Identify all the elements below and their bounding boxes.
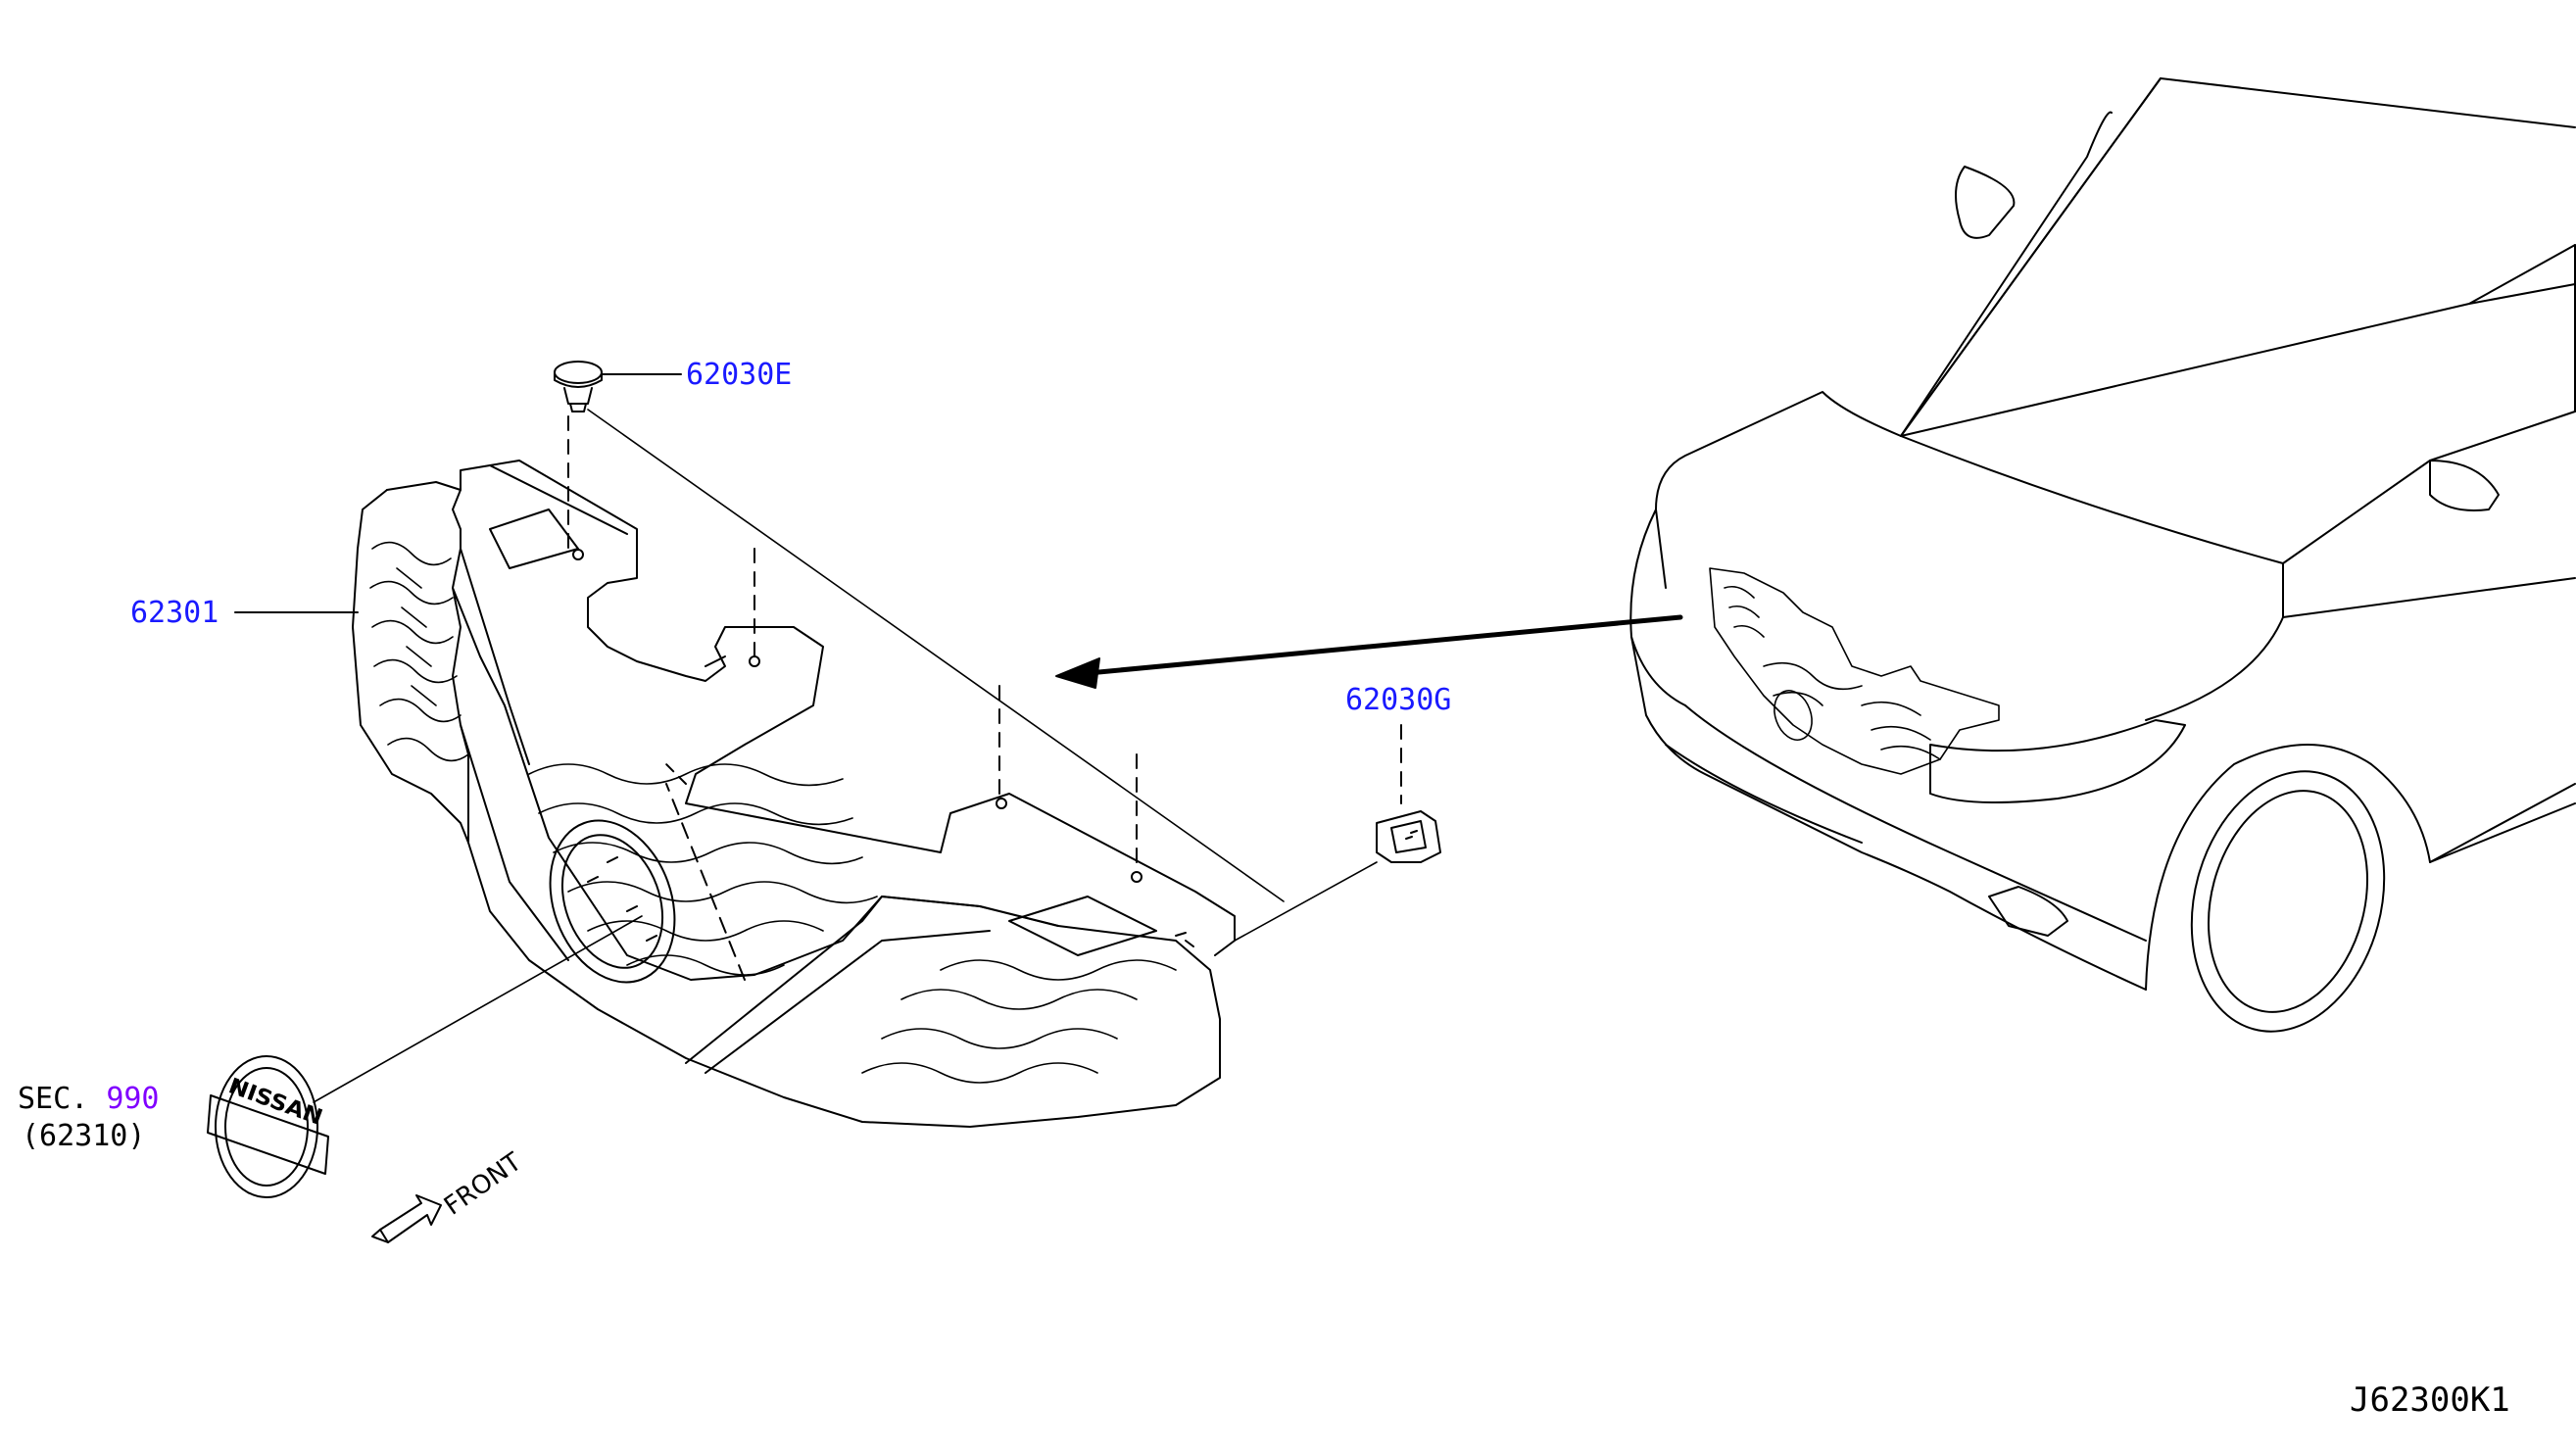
figure-code: J62300K1	[2350, 1381, 2510, 1420]
clip-62030g-drawing	[1376, 724, 1441, 863]
section-link-990[interactable]: 990	[106, 1082, 160, 1116]
part-label-62030e[interactable]: 62030E	[686, 358, 793, 392]
front-arrow-icon	[371, 1194, 442, 1243]
mesh-lower	[861, 959, 1177, 1084]
section-prefix: SEC.	[18, 1082, 89, 1116]
clip-62030e-drawing	[554, 361, 682, 412]
location-arrow	[1055, 614, 1683, 689]
emblem-lettering: NISSAN	[225, 1074, 326, 1131]
upper-cover	[460, 460, 1236, 956]
grille-assembly	[352, 460, 1236, 1128]
emblem-drawing	[207, 1055, 329, 1198]
grille-frame	[386, 481, 1221, 1128]
mesh-left	[369, 541, 469, 762]
part-label-62030g[interactable]: 62030G	[1345, 683, 1452, 717]
part-label-62301[interactable]: 62301	[130, 596, 219, 630]
section-reference: SEC. 990	[18, 1083, 160, 1116]
vehicle-outline	[1629, 77, 2576, 1033]
emblem-mount	[549, 819, 676, 984]
section-sub-reference: (62310)	[22, 1119, 146, 1153]
leader-lines	[234, 409, 1378, 1103]
